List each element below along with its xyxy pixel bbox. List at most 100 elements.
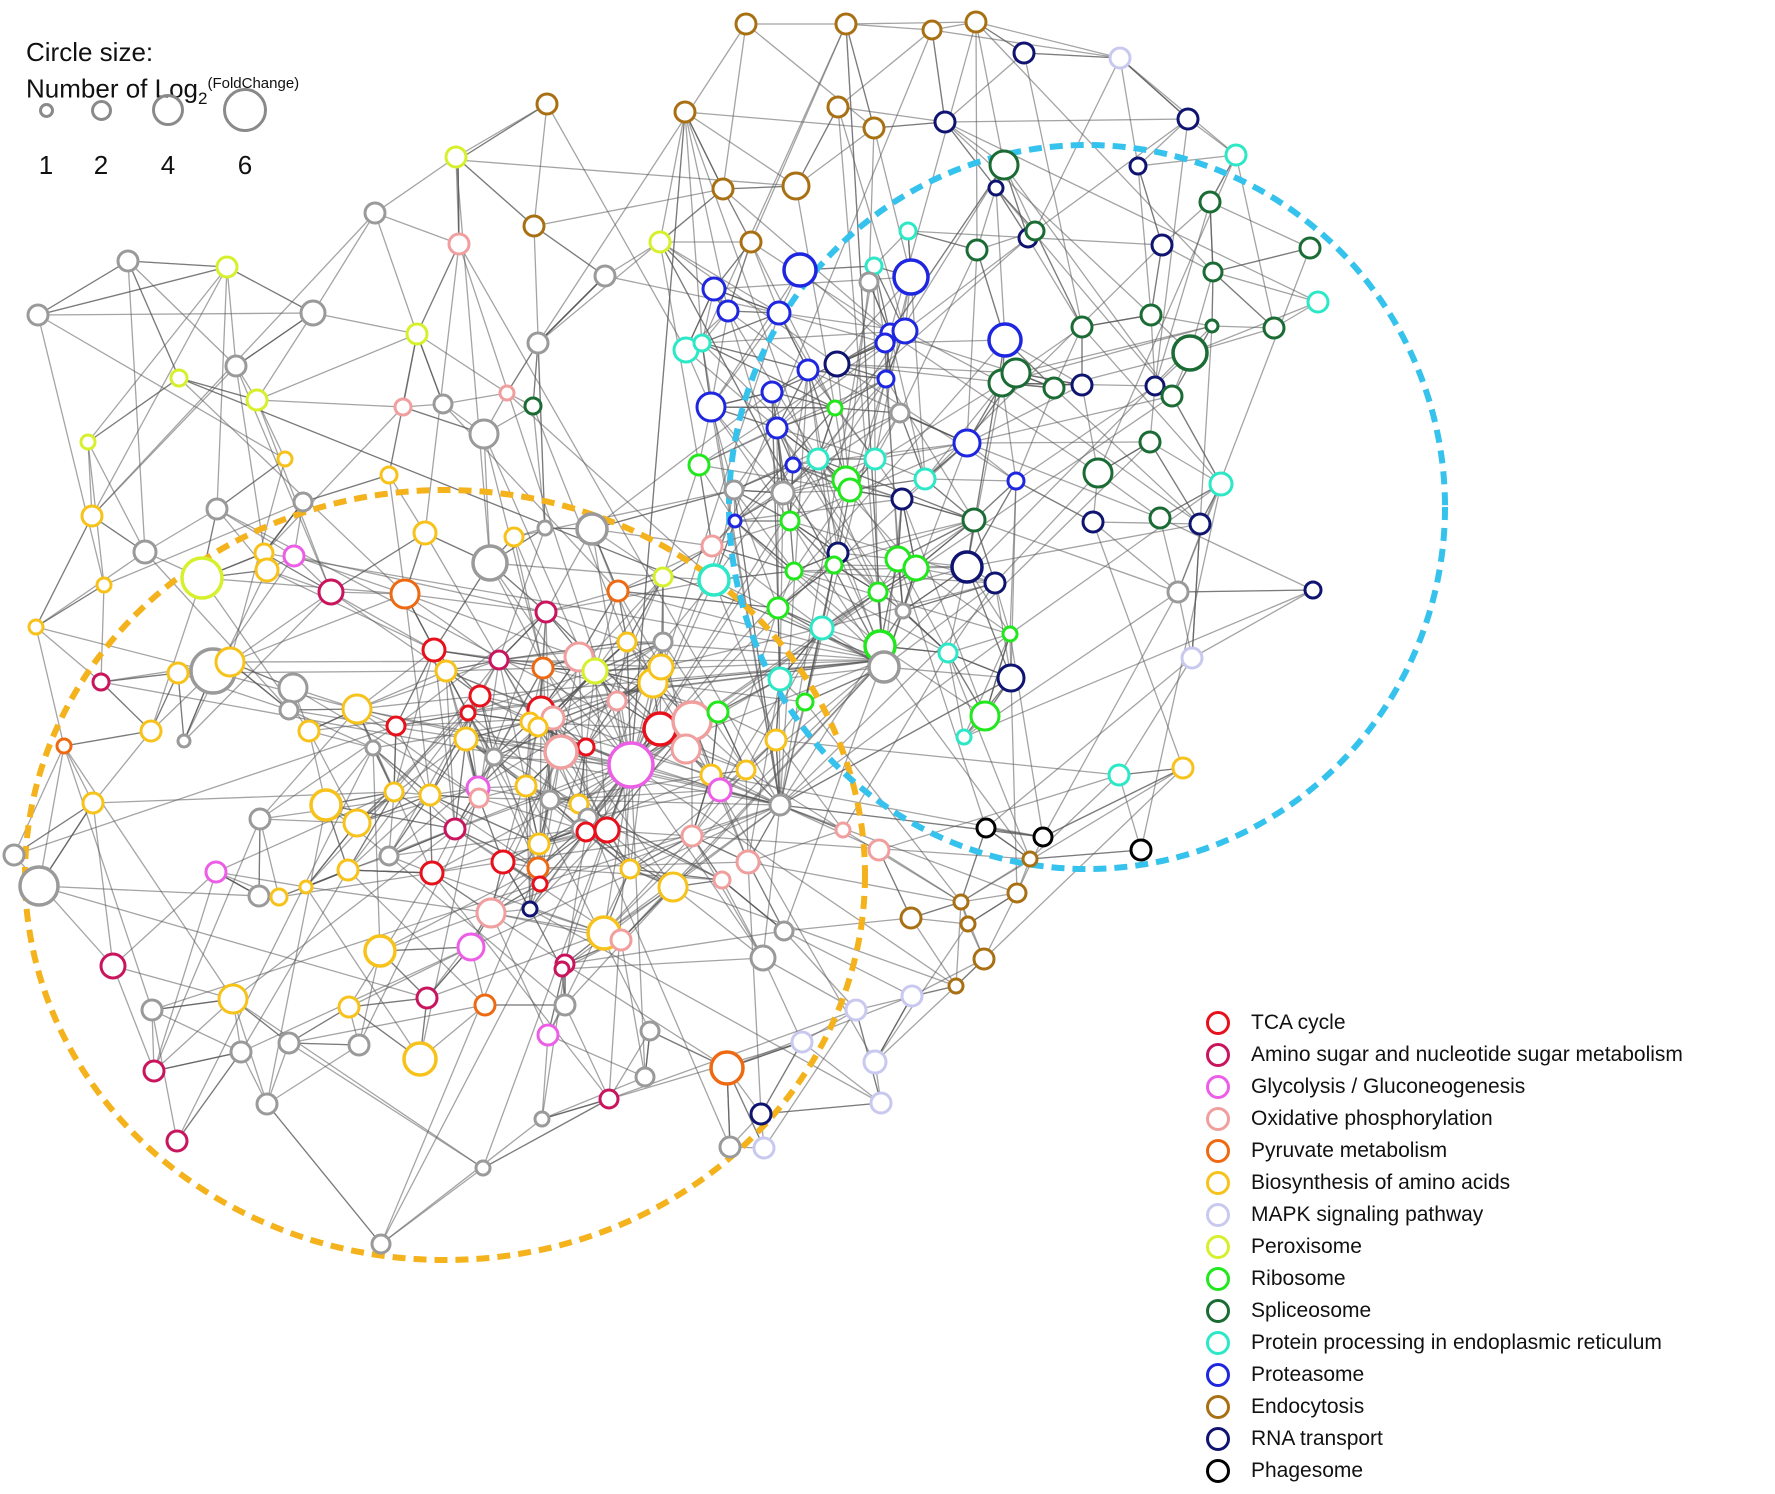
network-node-biosynthesis-of-amino-acids	[383, 781, 405, 803]
network-edge	[897, 519, 975, 560]
network-edge	[910, 917, 957, 987]
network-node-spliceosome	[523, 396, 543, 416]
network-node-tca-cycle	[421, 637, 447, 663]
network-node-endocytosis	[947, 977, 965, 995]
network-edge	[112, 965, 155, 1072]
network-node-proteasome	[796, 358, 820, 382]
network-node-unannotated	[278, 699, 300, 721]
network-node-unannotated	[224, 354, 248, 378]
network-edge	[538, 774, 712, 845]
network-edge	[849, 478, 926, 491]
network-edge	[288, 1042, 360, 1046]
network-edge	[176, 1051, 242, 1142]
network-edge	[178, 377, 884, 661]
network-node-peroxisome	[652, 566, 674, 588]
network-edge	[630, 764, 957, 987]
network-edge	[594, 590, 619, 672]
network-node-biosynthesis-of-amino-acids	[337, 995, 361, 1019]
size-legend-title-line2: Number of Log2(FoldChange)	[26, 73, 300, 108]
network-edge	[747, 861, 785, 932]
network-node-spliceosome	[1148, 506, 1172, 530]
network-node-mapk-signaling-pathway	[844, 998, 868, 1022]
network-node-unannotated	[894, 602, 912, 620]
network-node-proteasome	[987, 322, 1023, 358]
network-edge	[587, 789, 721, 819]
network-edge	[717, 591, 879, 713]
network-node-proteasome	[784, 456, 802, 474]
network-edge	[726, 995, 913, 1069]
network-edge	[100, 681, 781, 806]
network-edge	[594, 659, 884, 672]
network-node-rna-transport	[890, 487, 914, 511]
network-edge	[547, 1034, 646, 1078]
network-node-rna-transport	[1081, 510, 1105, 534]
network-node-oxidative-phosphorylation	[671, 700, 713, 742]
network-edge	[902, 582, 996, 612]
network-node-tca-cycle	[642, 711, 678, 747]
network-edge	[710, 406, 836, 409]
network-edge	[404, 593, 547, 613]
network-edge	[100, 681, 152, 732]
network-edge	[985, 657, 1193, 829]
size-legend-ring	[91, 100, 112, 121]
network-node-unannotated	[247, 884, 271, 908]
network-edge	[1010, 677, 1018, 894]
network-edge	[837, 106, 884, 661]
network-edge	[374, 156, 457, 214]
network-edge	[266, 1103, 382, 1245]
network-edge	[801, 1041, 882, 1104]
network-edge	[775, 739, 1120, 776]
network-edge	[258, 818, 261, 897]
network-node-biosynthesis-of-amino-acids	[336, 858, 360, 882]
network-edge	[907, 230, 978, 251]
network-node-endocytosis	[921, 19, 943, 41]
network-edge	[91, 365, 237, 517]
network-edge	[498, 527, 546, 661]
network-node-mapk-signaling-pathway	[1180, 646, 1204, 670]
network-edge	[608, 1030, 651, 1100]
network-edge	[545, 611, 628, 643]
network-node-spliceosome	[1082, 457, 1114, 489]
network-node-proteasome	[765, 416, 789, 440]
network-edge	[38, 885, 260, 897]
network-edge	[873, 265, 876, 460]
network-edge	[372, 747, 381, 952]
network-edge	[431, 872, 605, 934]
network-node-pyruvate-metabolism	[531, 656, 555, 680]
network-edge	[424, 532, 539, 728]
network-edge	[1209, 201, 1311, 249]
network-edge	[13, 745, 65, 856]
network-node-peroxisome	[405, 322, 429, 346]
network-node-peroxisome	[79, 433, 97, 451]
network-edge	[750, 23, 847, 243]
network-edge	[837, 552, 881, 647]
network-edge	[684, 111, 884, 661]
network-node-ribosome	[779, 510, 801, 532]
network-node-proteasome	[891, 317, 919, 345]
network-node-spliceosome	[1024, 220, 1046, 242]
network-node-ribosome	[837, 477, 863, 503]
network-edge	[1154, 118, 1189, 387]
network-node-endocytosis	[711, 177, 735, 201]
network-node-protein-processing-in-endoplasmic-reticulum	[937, 642, 959, 664]
network-node-biosynthesis-of-amino-acids	[527, 832, 551, 856]
size-legend-label: 2	[93, 150, 109, 180]
network-node-mapk-signaling-pathway	[869, 1091, 893, 1115]
network-node-pyruvate-metabolism	[473, 993, 497, 1017]
network-edge	[292, 687, 480, 799]
network-node-amino-sugar-and-nucleotide-sugar-metabolism	[443, 817, 467, 841]
network-edge	[966, 441, 1151, 444]
network-edge	[975, 21, 1121, 59]
network-edge	[883, 666, 1012, 679]
network-edge	[1023, 52, 1083, 328]
network-node-rna-transport	[950, 550, 984, 584]
network-edge	[330, 591, 435, 651]
network-edge	[1191, 589, 1314, 659]
network-node-ribosome	[795, 692, 815, 712]
network-node-ribosome	[826, 399, 844, 417]
network-edge	[305, 886, 421, 1060]
network-node-biosynthesis-of-amino-acids	[412, 520, 438, 546]
network-node-biosynthesis-of-amino-acids	[453, 726, 479, 752]
network-edge	[356, 670, 447, 710]
network-node-glycolysis-gluconeogenesis	[607, 741, 655, 789]
